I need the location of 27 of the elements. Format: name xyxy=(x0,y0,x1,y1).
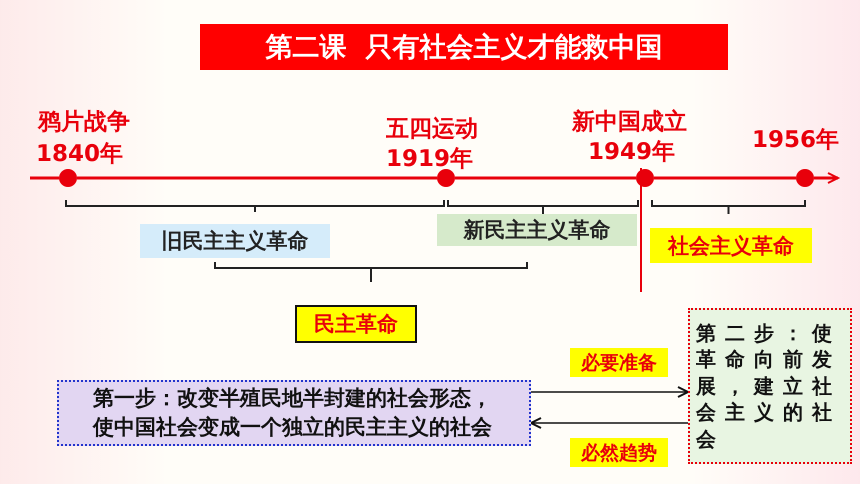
event-label: 鸦片战争 xyxy=(38,108,130,137)
edge-label: 必然趋势 xyxy=(570,438,668,467)
arrow xyxy=(814,172,839,184)
timeline-segment xyxy=(455,176,636,180)
timeline-dot xyxy=(636,169,654,187)
event-label: 1919年 xyxy=(386,145,474,174)
timeline-dot xyxy=(437,169,455,187)
event-label: 1956年 xyxy=(752,126,840,155)
timeline-segment xyxy=(77,176,437,180)
arrow xyxy=(530,417,688,429)
event-label: 1949年 xyxy=(588,138,676,167)
timeline-segment xyxy=(654,176,796,180)
timeline-dot xyxy=(59,169,77,187)
period-box: 旧民主主义革命 xyxy=(140,224,330,258)
arrow xyxy=(531,386,689,398)
event-label: 1840年 xyxy=(36,140,124,169)
timeline-dot xyxy=(796,169,814,187)
period-box: 社会主义革命 xyxy=(650,228,812,263)
period-box: 新民主主义革命 xyxy=(437,214,637,246)
title-banner: 第二课 只有社会主义才能救中国 xyxy=(200,24,728,70)
edge-label: 必要准备 xyxy=(570,348,668,377)
period-box: 民主革命 xyxy=(295,305,417,343)
timeline-segment xyxy=(30,176,59,180)
step-box: 第一步：改变半殖民地半封建的社会形态，使中国社会变成一个独立的民主主义的社会 xyxy=(57,380,531,446)
event-label: 五四运动 xyxy=(386,115,478,144)
event-label: 新中国成立 xyxy=(572,108,687,137)
step-box: 第二步：使革命向前发展，建立社会主义的社会 xyxy=(688,308,852,464)
